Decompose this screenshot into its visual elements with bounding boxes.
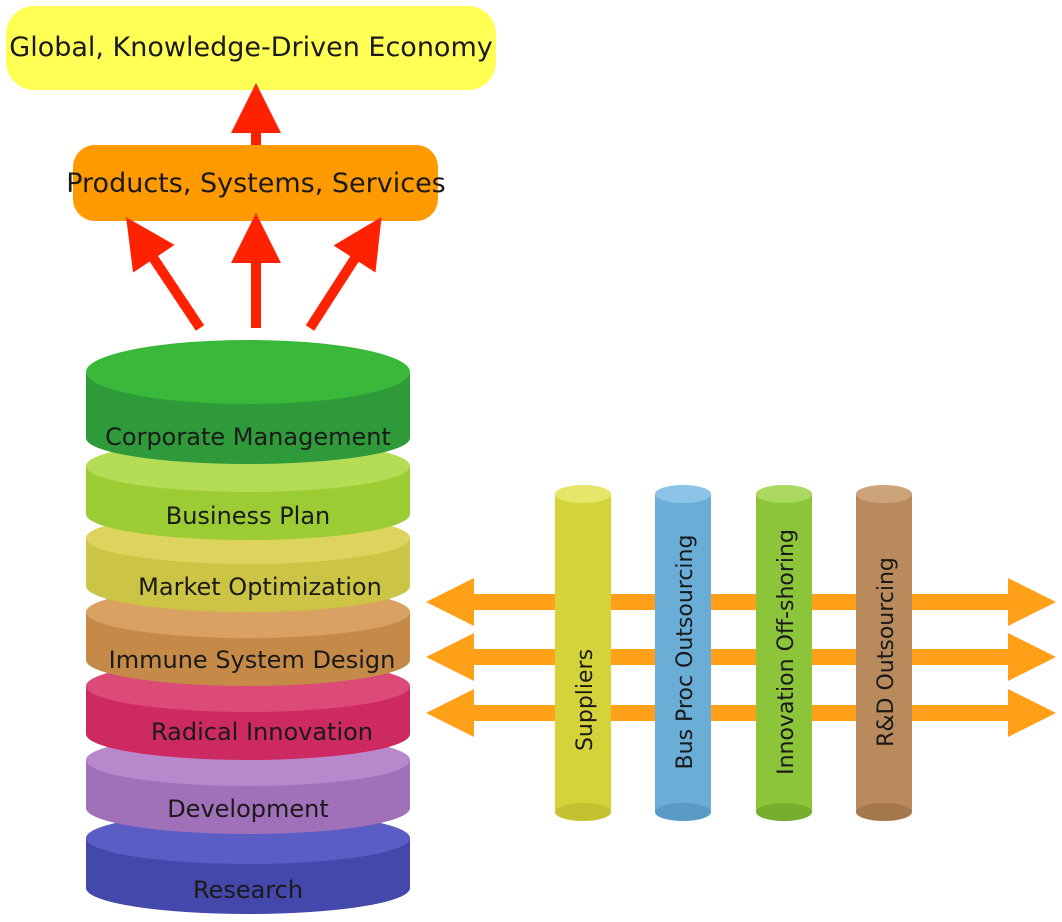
layer-label-corporate-management: Corporate Management	[105, 423, 391, 451]
exchange-arrows	[426, 578, 1056, 737]
pillar-rd-outsourcing: R&D Outsourcing	[856, 485, 912, 821]
pillar-label-bus-proc-outsourcing: Bus Proc Outsourcing	[673, 535, 698, 770]
top-box-label: Global, Knowledge-Driven Economy	[9, 32, 492, 63]
layer-label-immune-system-design: Immune System Design	[109, 646, 396, 674]
pillar-bus-proc-outsourcing: Bus Proc Outsourcing	[655, 485, 711, 821]
layer-label-development: Development	[167, 795, 329, 823]
pillar-suppliers: Suppliers	[555, 485, 611, 821]
layer-label-research: Research	[193, 876, 303, 904]
middle-box-label: Products, Systems, Services	[66, 168, 446, 199]
pillar-innovation-off-shoring: Innovation Off-shoring	[756, 485, 812, 821]
upward-arrows	[126, 83, 382, 331]
layer-label-radical-innovation: Radical Innovation	[151, 718, 373, 746]
layer-corporate-management: Corporate Management	[86, 340, 410, 464]
middle-box	[73, 145, 438, 221]
layer-label-market-optimization: Market Optimization	[138, 573, 382, 601]
layer-label-business-plan: Business Plan	[166, 502, 331, 530]
pillar-label-innovation-off-shoring: Innovation Off-shoring	[774, 529, 799, 775]
pillar-label-suppliers: Suppliers	[573, 649, 598, 751]
top-box	[6, 6, 496, 90]
arrow-left-to-products	[126, 217, 205, 331]
pillar-label-rd-outsourcing: R&D Outsourcing	[874, 557, 899, 747]
arrow-right-to-products	[305, 216, 382, 331]
